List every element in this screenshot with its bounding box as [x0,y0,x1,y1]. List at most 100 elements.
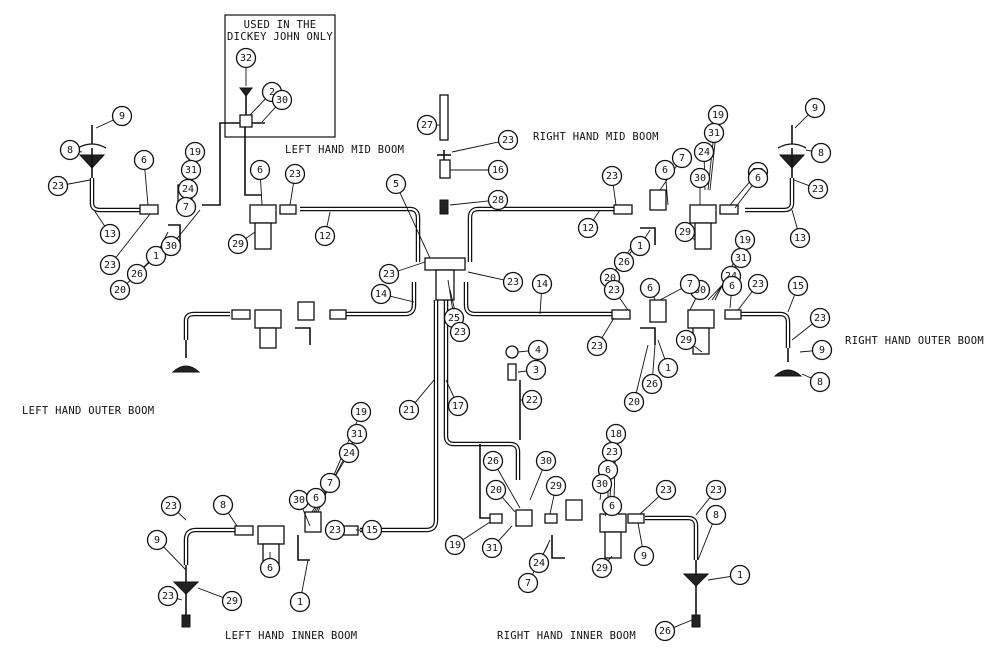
callout-bubble: 26 [613,251,635,273]
callout-circle [528,552,550,574]
callout-number: 7 [327,478,333,489]
callout-leader [467,271,504,281]
callout-number: 23 [165,501,177,512]
callout-bubble: 24 [693,141,715,163]
callout-circle [747,167,769,189]
callout-number: 12 [319,231,331,242]
callout-leader [445,379,455,398]
callout-number: 2 [269,87,275,98]
callout-number: 24 [698,147,710,158]
dickey-note-line-2: DICKEY JOHN ONLY [227,31,333,43]
callout-number: 23 [606,447,618,458]
callout-circle [641,373,663,395]
callout-bubble: 19 [444,534,466,556]
callout-number: 12 [582,223,594,234]
callout-bubble: 1 [145,245,167,267]
callout-circle [338,442,360,464]
callout-circle [654,159,676,181]
callout-leader [302,508,311,527]
callout-bubble: 24 [338,442,360,464]
callout-number: 21 [403,405,415,416]
callout-circle [398,399,420,421]
callout-bubble: 7 [671,147,693,169]
callout-number: 1 [637,241,643,252]
callout-circle [133,149,155,171]
callout-number: 30 [694,173,706,184]
callout-bubble: 29 [545,475,567,497]
callout-number: 19 [449,540,461,551]
callout-leader [144,169,149,206]
callout-bubble: 8 [212,494,234,516]
callout-bubble: 17 [447,395,469,417]
callout-number: 14 [536,279,548,290]
callout-bubble: 16 [487,159,509,181]
callout-leader [729,178,753,206]
callout-bubble: 14 [531,273,553,295]
callout-number: 23 [507,277,519,288]
callout-bubble: 1 [729,564,751,586]
callout-number: 31 [486,543,498,554]
callout-circle [729,564,751,586]
callout-number: 31 [708,128,720,139]
callout-circle [639,277,661,299]
callout-leader [176,209,201,239]
callout-bubble: 30 [160,235,182,257]
callout-number: 15 [366,525,378,536]
callout-circle [525,359,547,381]
callout-bubble: 31 [481,537,503,559]
callout-number: 9 [119,111,125,122]
callout-bubble: 6 [133,149,155,171]
callout-bubble: 6 [654,159,676,181]
callout-number: 6 [605,465,611,476]
callout-bubble: 28 [487,189,509,211]
callout-number: 8 [67,145,73,156]
callout-number: 13 [794,233,806,244]
callout-circle [324,519,346,541]
callout-bubble: 24 [528,552,550,574]
callout-bubble: 7 [319,472,341,494]
callout-circle [271,89,293,111]
callout-circle [361,519,383,541]
callout-leader [637,522,643,547]
callout-leader [399,192,431,259]
callout-bubble: 23 [378,263,400,285]
dickey-note-line-1: USED IN THE [244,19,317,31]
callout-number: 7 [183,202,189,213]
callout-number: 23 [52,181,64,192]
callout-circle [693,141,715,163]
callout-leader [791,323,813,341]
callout-leader [791,209,798,229]
hose-lines [89,94,795,565]
callout-bubble: 6 [721,275,743,297]
callout-circle [99,223,121,245]
callout-number: 29 [596,563,608,574]
callout-leader [793,179,810,187]
callout-bubble: 6 [747,167,769,189]
callout-number: 29 [550,481,562,492]
callout-circle [59,139,81,161]
callout-leader [498,525,513,542]
callout-leader [619,297,629,311]
callout-circle [284,163,306,185]
callout-number: 6 [647,283,653,294]
callout-leader [659,288,682,301]
callout-number: 22 [526,395,538,406]
callout-leader [289,183,294,206]
callout-leader [163,546,187,571]
callout-circle [521,389,543,411]
label-right-inner-boom: RIGHT HAND INNER BOOM [497,630,636,642]
callout-leader [260,179,263,206]
callout-leader [539,293,542,315]
callout-number: 32 [240,53,252,64]
callout-bubble: 31 [346,423,368,445]
callout-number: 29 [680,335,692,346]
callout-circle [370,283,392,305]
callout-leader [707,282,725,301]
callout-number: 23 [710,485,722,496]
callout-number: 13 [104,229,116,240]
callout-number: 30 [276,95,288,106]
callout-bubble: 30 [288,489,310,511]
callout-circle [747,273,769,295]
callout-number: 29 [679,227,691,238]
callout-bubble: 23 [502,271,524,293]
